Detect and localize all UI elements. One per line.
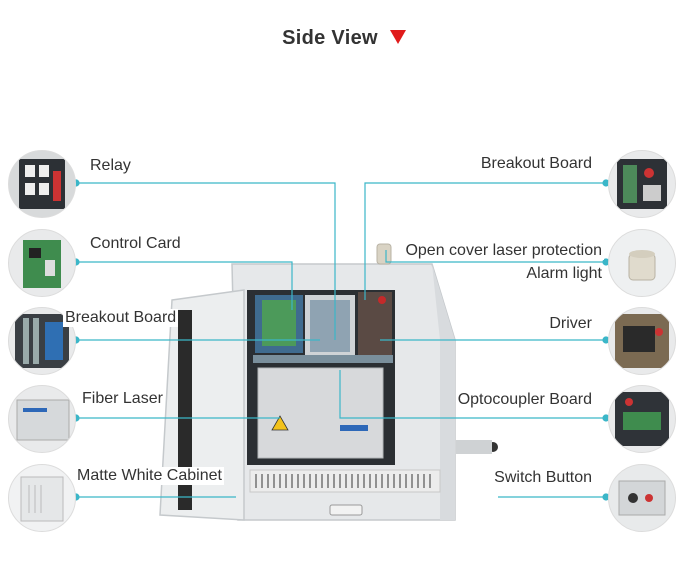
- handle: [329, 504, 363, 516]
- switch-button-thumbnail: [608, 464, 676, 532]
- label-optocoupler-board: Optocoupler Board: [455, 391, 594, 409]
- label-matte-white-cabinet: Matte White Cabinet: [75, 467, 224, 485]
- warning-sign-icon: [271, 415, 289, 431]
- alarm-light-thumbnail: [608, 229, 676, 297]
- cabinet-side: [432, 264, 455, 520]
- label-breakout-board-left: Breakout Board: [63, 309, 179, 327]
- door-vent: [178, 310, 192, 510]
- alarm-light: [376, 243, 392, 265]
- label-fiber-laser: Fiber Laser: [80, 390, 165, 408]
- optocoupler-board-thumbnail: [608, 385, 676, 453]
- label-control-card: Control Card: [88, 235, 183, 253]
- label-switch-button: Switch Button: [492, 469, 594, 487]
- cabinet-thumbnail: [8, 464, 76, 532]
- driver-thumbnail: [608, 307, 676, 375]
- label-open-cover-line2: Alarm light: [524, 265, 604, 283]
- triangle-down-icon: [389, 29, 406, 44]
- label-relay: Relay: [88, 157, 133, 175]
- label-breakout-board-right: Breakout Board: [478, 155, 594, 173]
- breakout-board-right-thumbnail: [608, 150, 676, 218]
- label-open-cover-line1: Open cover laser protection: [403, 242, 604, 260]
- leader-optocoupler: [339, 370, 606, 419]
- label-driver: Driver: [547, 315, 594, 333]
- breakout-board-left-thumbnail: [8, 307, 76, 375]
- leader-control-card: [76, 261, 293, 310]
- leader-relay: [76, 182, 336, 340]
- page-title-text: Side View: [282, 27, 378, 49]
- relay-thumbnail: [8, 150, 76, 218]
- leader-alarm-light: [385, 250, 606, 263]
- fiber-laser-unit: [257, 367, 384, 459]
- control-card-thumbnail: [8, 229, 76, 297]
- fiber-laser-thumbnail: [8, 385, 76, 453]
- page-title: Side View: [0, 27, 688, 50]
- leader-breakout-right: [364, 182, 606, 300]
- driver-block: [358, 292, 392, 358]
